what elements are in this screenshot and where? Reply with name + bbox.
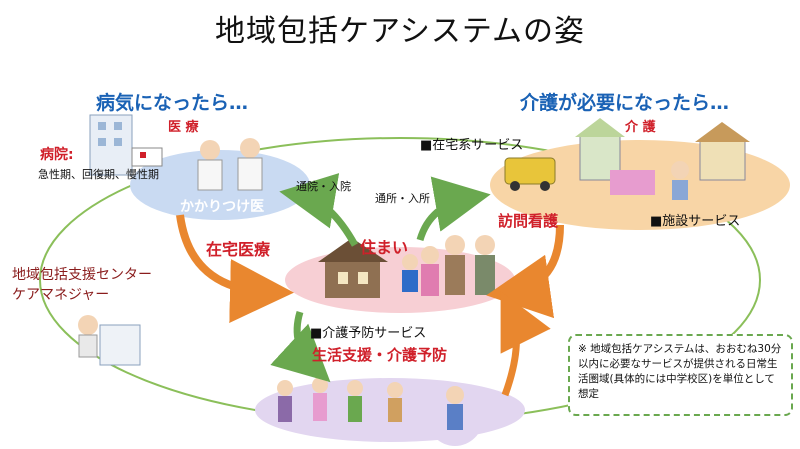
care-facility-icon (575, 118, 750, 200)
medical-heading: 病気になったら… (96, 92, 249, 114)
hospital-building-icon (89, 114, 163, 176)
clinic-label: かかりつけ医 (180, 199, 265, 215)
arrow-home-to-support (270, 310, 331, 383)
arrow-nursing-to-home (486, 224, 564, 319)
care-heading: 介護が必要になったら… (520, 92, 730, 114)
visiting-nursing-label: 訪問看護 (498, 212, 559, 230)
footnote-box: ※ 地域包括ケアシステムは、おおむね30分以内に必要なサービスが提供される日常生… (568, 334, 793, 416)
care-label: 介 護 (625, 120, 656, 135)
prevention-service-label: ■介護予防サービス (310, 326, 427, 341)
home-label: 住まい (360, 238, 409, 257)
arrow-home-to-care (416, 176, 491, 242)
arrow-support-to-home (500, 291, 551, 397)
house-icon (318, 238, 388, 298)
support-center-icon (78, 315, 141, 366)
page-title: 地域包括ケアシステムの姿 (215, 14, 585, 49)
doctors-icon (197, 138, 263, 191)
facility-service-label: ■施設サービス (650, 214, 741, 229)
medical-label: 医 療 (168, 120, 199, 135)
outpatient-label: 通院・入院 (296, 180, 351, 193)
facility-visit-label: 通所・入所 (375, 192, 430, 205)
home-care-label: 在宅医療 (206, 240, 271, 259)
home-service-label: ■在宅系サービス (420, 138, 524, 153)
elderly-group-icon (277, 377, 464, 430)
arrow-home-to-clinic (279, 173, 359, 247)
arrow-clinic-to-home (176, 214, 294, 323)
care-manager-label: ケアマネジャー (12, 287, 110, 303)
hospital-types: 急性期、回復期、慢性期 (38, 168, 159, 181)
life-support-label: 生活支援・介護予防 (312, 346, 448, 364)
support-center-label: 地域包括支援センター (12, 267, 152, 283)
hospital-label: 病院: (40, 147, 74, 163)
van-icon (504, 157, 556, 191)
family-icon (402, 235, 495, 296)
